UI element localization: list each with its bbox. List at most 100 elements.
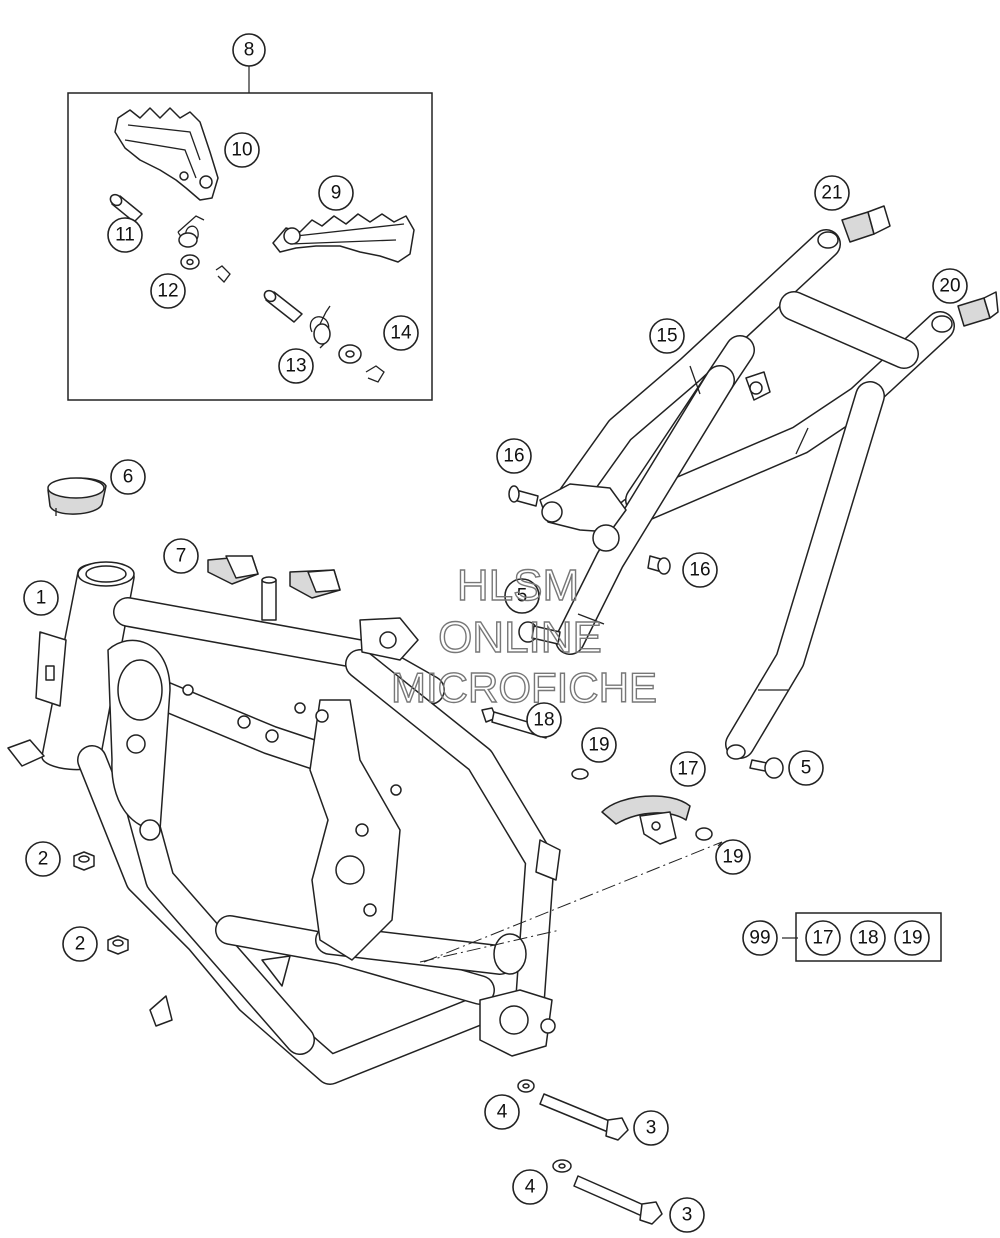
chain-slider-guide[interactable]: [601, 795, 691, 845]
callout-17[interactable]: 17: [670, 751, 706, 787]
svg-text:14: 14: [390, 323, 412, 344]
subframe-bolt-lower-left[interactable]: [518, 621, 561, 645]
pivot-pin-left[interactable]: [108, 192, 143, 223]
svg-text:19: 19: [588, 735, 609, 756]
end-plug-left[interactable]: [841, 205, 891, 243]
callout-12[interactable]: 12: [150, 273, 186, 309]
svg-text:7: 7: [176, 546, 187, 567]
washer-right[interactable]: [338, 344, 362, 364]
rubber-bumper[interactable]: [47, 477, 107, 516]
callout-21[interactable]: 21: [814, 175, 850, 211]
svg-text:11: 11: [115, 225, 135, 246]
pivot-pin-right[interactable]: [262, 288, 303, 323]
svg-text:19: 19: [901, 928, 922, 949]
frame-nut-lower[interactable]: [107, 935, 129, 955]
swingarm-bolt-upper[interactable]: [539, 1093, 629, 1141]
svg-text:18: 18: [857, 928, 878, 949]
callout-99-18[interactable]: 18: [850, 920, 886, 956]
svg-text:18: 18: [533, 710, 554, 731]
subframe-bolt-side[interactable]: [647, 555, 671, 575]
svg-text:13: 13: [285, 356, 306, 377]
callout-8[interactable]: 8: [232, 33, 266, 67]
svg-text:3: 3: [682, 1205, 693, 1226]
footrest-left[interactable]: [114, 107, 219, 201]
callout-16-side[interactable]: 16: [682, 552, 718, 588]
return-spring-left[interactable]: [177, 215, 205, 248]
callout-4-lower[interactable]: 4: [512, 1169, 548, 1205]
callout-15[interactable]: 15: [649, 318, 685, 354]
svg-text:17: 17: [677, 759, 698, 780]
callout-4-upper[interactable]: 4: [484, 1094, 520, 1130]
svg-text:21: 21: [821, 183, 842, 204]
footrest-kit-box: [67, 92, 433, 401]
callout-16-upper[interactable]: 16: [496, 438, 532, 474]
svg-text:6: 6: [123, 467, 134, 488]
callout-13[interactable]: 13: [278, 348, 314, 384]
callout-7[interactable]: 7: [163, 538, 199, 574]
chain-slider-washer-upper[interactable]: [571, 768, 589, 780]
callout-2-upper[interactable]: 2: [25, 841, 61, 877]
callout-3-upper[interactable]: 3: [633, 1110, 669, 1146]
callout-9[interactable]: 9: [318, 175, 354, 211]
subframe-bolt-upper[interactable]: [508, 485, 539, 507]
svg-text:15: 15: [656, 326, 677, 347]
callout-1[interactable]: 1: [23, 580, 59, 616]
callout-5-left[interactable]: 5: [504, 578, 540, 614]
svg-text:10: 10: [231, 140, 252, 161]
subframe-bolt-lower-right[interactable]: [749, 757, 784, 779]
svg-text:16: 16: [503, 446, 524, 467]
cotter-pin-left[interactable]: [215, 265, 231, 283]
watermark: HLSM ONLINE MICROFICHE: [390, 560, 657, 711]
svg-text:2: 2: [38, 849, 49, 870]
svg-text:2: 2: [75, 934, 86, 955]
watermark-line-3: MICROFICHE: [391, 664, 657, 711]
svg-text:16: 16: [689, 560, 710, 581]
callout-2-lower[interactable]: 2: [62, 926, 98, 962]
svg-text:4: 4: [497, 1102, 508, 1123]
callout-5-right[interactable]: 5: [788, 750, 824, 786]
cotter-pin-right[interactable]: [365, 365, 385, 383]
frame-protector-left[interactable]: [207, 555, 259, 585]
svg-text:19: 19: [722, 847, 743, 868]
watermark-line-1: HLSM: [457, 561, 579, 610]
callout-18[interactable]: 18: [526, 702, 562, 738]
svg-text:3: 3: [646, 1118, 657, 1139]
svg-text:5: 5: [801, 758, 812, 779]
kit-99-box: [795, 912, 942, 962]
return-spring-right[interactable]: [309, 305, 331, 349]
swingarm-bolt-lower[interactable]: [573, 1175, 663, 1225]
callout-99-17[interactable]: 17: [805, 920, 841, 956]
frame-nut-upper[interactable]: [73, 851, 95, 871]
svg-text:17: 17: [812, 928, 833, 949]
swingarm-washer-upper[interactable]: [517, 1079, 535, 1093]
svg-text:5: 5: [517, 586, 528, 607]
footrest-right[interactable]: [272, 213, 415, 263]
swingarm-washer-lower[interactable]: [552, 1159, 572, 1173]
callout-19-lower[interactable]: 19: [715, 839, 751, 875]
callout-10[interactable]: 10: [224, 132, 260, 168]
callout-14[interactable]: 14: [383, 315, 419, 351]
footrest-kit-group: [67, 66, 433, 401]
rear-subframe[interactable]: [539, 229, 955, 760]
svg-text:1: 1: [36, 588, 47, 609]
frame-protector-right[interactable]: [289, 569, 341, 599]
callout-99[interactable]: 99: [742, 920, 778, 956]
svg-text:8: 8: [244, 40, 255, 61]
callout-99-19[interactable]: 19: [894, 920, 930, 956]
chain-slider-washer-lower[interactable]: [695, 827, 713, 841]
svg-text:12: 12: [157, 281, 178, 302]
svg-text:99: 99: [749, 928, 770, 949]
end-plug-right[interactable]: [957, 291, 999, 327]
callout-6[interactable]: 6: [110, 459, 146, 495]
callout-19-upper[interactable]: 19: [581, 727, 617, 763]
svg-text:4: 4: [525, 1177, 536, 1198]
watermark-line-2: ONLINE: [438, 613, 602, 662]
callout-3-lower[interactable]: 3: [669, 1197, 705, 1233]
washer-left[interactable]: [180, 254, 200, 270]
main-frame[interactable]: [7, 561, 561, 1085]
callout-20[interactable]: 20: [932, 268, 968, 304]
callout-11[interactable]: 11: [107, 217, 143, 253]
svg-text:9: 9: [331, 183, 342, 204]
svg-text:20: 20: [939, 276, 960, 297]
